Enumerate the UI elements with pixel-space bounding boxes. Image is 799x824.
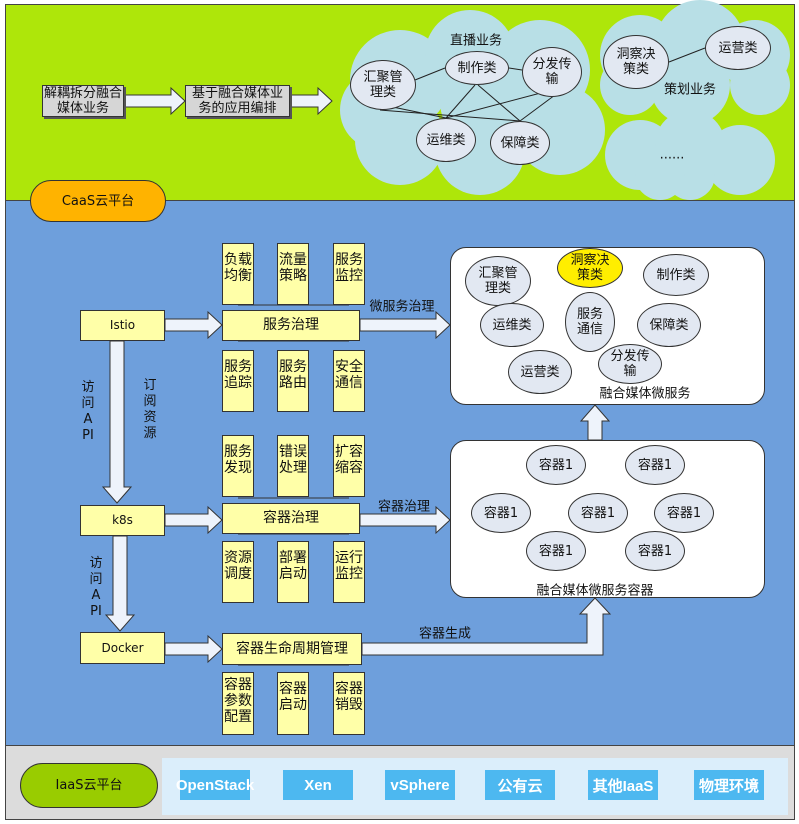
lifecycle-feature: 容器参数配置 bbox=[222, 672, 254, 735]
cloud-planning-business bbox=[730, 55, 790, 115]
container-node: 容器1 bbox=[526, 445, 586, 485]
lifecycle-box: 容器生命周期管理 bbox=[222, 633, 362, 665]
micro-gov-label: 微服务治理 bbox=[369, 299, 435, 315]
microservice-node: 分发传输 bbox=[598, 344, 662, 384]
container-node: 容器1 bbox=[471, 493, 531, 533]
planning-business-title: 策划业务 bbox=[663, 82, 717, 98]
access-api-label: 访问API bbox=[89, 556, 103, 619]
caas-platform-badge: CaaS云平台 bbox=[30, 180, 166, 222]
istio-box: Istio bbox=[80, 310, 165, 341]
containers-title: 融合媒体微服务容器 bbox=[536, 583, 654, 599]
relation-arrow bbox=[668, 47, 706, 63]
arrow-k8s-to-container-gov bbox=[164, 505, 223, 535]
service-gov-feature: 服务追踪 bbox=[222, 350, 254, 412]
container-gov-feature: 扩容缩容 bbox=[333, 435, 365, 497]
arrow-istio-to-service-gov bbox=[164, 310, 223, 340]
relation-arrow bbox=[445, 84, 476, 119]
cloud-planning-business bbox=[650, 45, 730, 125]
orchestrate-box: 基于融合媒体业务的应用编排 bbox=[185, 85, 290, 117]
service-gov-feature: 安全通信 bbox=[333, 350, 365, 412]
microservice-node-highlighted: 洞察决策类 bbox=[557, 248, 623, 288]
arrow-container-generation bbox=[361, 597, 612, 656]
iaas-item-other-iaas: 其他IaaS bbox=[588, 770, 658, 800]
planning-node: 运营类 bbox=[705, 26, 771, 70]
iaas-item-physical: 物理环境 bbox=[694, 770, 764, 800]
arrow-to-orchestrate bbox=[123, 86, 186, 116]
live-node: 汇聚管理类 bbox=[350, 60, 416, 110]
container-gov-label: 容器治理 bbox=[377, 499, 431, 515]
planning-node: 洞察决策类 bbox=[603, 35, 669, 89]
container-gov-feature: 资源调度 bbox=[222, 541, 254, 603]
live-node: 保障类 bbox=[490, 121, 550, 165]
decouple-box: 解耦拆分融合媒体业务 bbox=[42, 85, 124, 117]
service-gov-feature: 服务监控 bbox=[333, 243, 365, 305]
iaas-item-vsphere: vSphere bbox=[385, 770, 455, 800]
service-gov-feature: 负载均衡 bbox=[222, 243, 254, 305]
container-gen-label: 容器生成 bbox=[418, 626, 472, 642]
more-business: ...... bbox=[659, 147, 685, 163]
service-governance-box: 服务治理 bbox=[222, 310, 360, 341]
microservice-node: 保障类 bbox=[637, 303, 701, 347]
microservice-node: 运营类 bbox=[508, 350, 572, 394]
iaas-item-openstack: OpenStack bbox=[176, 770, 254, 800]
microservice-node: 服务通信 bbox=[565, 292, 615, 352]
cloud-more-business bbox=[705, 125, 775, 195]
microservice-node: 制作类 bbox=[643, 254, 709, 296]
relation-arrow bbox=[414, 67, 446, 81]
container-node: 容器1 bbox=[568, 493, 628, 533]
access-api-label: 访问API bbox=[81, 380, 95, 443]
lifecycle-feature: 容器启动 bbox=[277, 672, 309, 735]
relation-arrow bbox=[477, 84, 521, 122]
live-node: 制作类 bbox=[445, 51, 509, 85]
container-node: 容器1 bbox=[654, 493, 714, 533]
container-governance-box: 容器治理 bbox=[222, 503, 360, 534]
service-gov-feature: 服务路由 bbox=[277, 350, 309, 412]
arrow-istio-to-k8s bbox=[101, 340, 133, 504]
container-node: 容器1 bbox=[625, 531, 685, 571]
container-node: 容器1 bbox=[526, 531, 586, 571]
cloud-more-business bbox=[635, 150, 685, 200]
relation-arrow bbox=[445, 89, 553, 119]
container-gov-feature: 服务发现 bbox=[222, 435, 254, 497]
relation-arrow bbox=[508, 67, 523, 71]
arrow-k8s-to-docker bbox=[104, 535, 136, 632]
service-gov-feature: 流量策略 bbox=[277, 243, 309, 305]
relation-arrow bbox=[379, 109, 521, 122]
iaas-items-panel bbox=[162, 758, 788, 815]
k8s-box: k8s bbox=[80, 505, 165, 536]
iaas-item-public-cloud: 公有云 bbox=[485, 770, 555, 800]
iaas-platform-badge: IaaS云平台 bbox=[20, 763, 158, 808]
container-gov-feature: 运行监控 bbox=[333, 541, 365, 603]
relation-arrow bbox=[519, 94, 556, 122]
subscribe-label: 订阅资源 bbox=[143, 378, 157, 441]
container-node: 容器1 bbox=[625, 445, 685, 485]
lifecycle-feature: 容器销毁 bbox=[333, 672, 365, 735]
live-business-title: 直播业务 bbox=[449, 33, 503, 49]
arrow-to-live-business bbox=[289, 86, 333, 116]
arrow-to-microservices bbox=[359, 310, 451, 340]
arrow-to-containers bbox=[359, 505, 451, 535]
microservice-node: 运维类 bbox=[480, 303, 544, 347]
microservice-node: 汇聚管理类 bbox=[465, 256, 531, 306]
live-node: 分发传输 bbox=[522, 47, 582, 97]
live-node: 运维类 bbox=[416, 118, 476, 162]
arrow-docker-to-lifecycle bbox=[164, 634, 223, 664]
container-gov-feature: 错误处理 bbox=[277, 435, 309, 497]
container-gov-feature: 部署启动 bbox=[277, 541, 309, 603]
arrow-containers-to-microservices bbox=[579, 404, 611, 441]
iaas-item-xen: Xen bbox=[283, 770, 353, 800]
docker-box: Docker bbox=[80, 632, 165, 664]
microservices-title: 融合媒体微服务 bbox=[599, 386, 691, 402]
